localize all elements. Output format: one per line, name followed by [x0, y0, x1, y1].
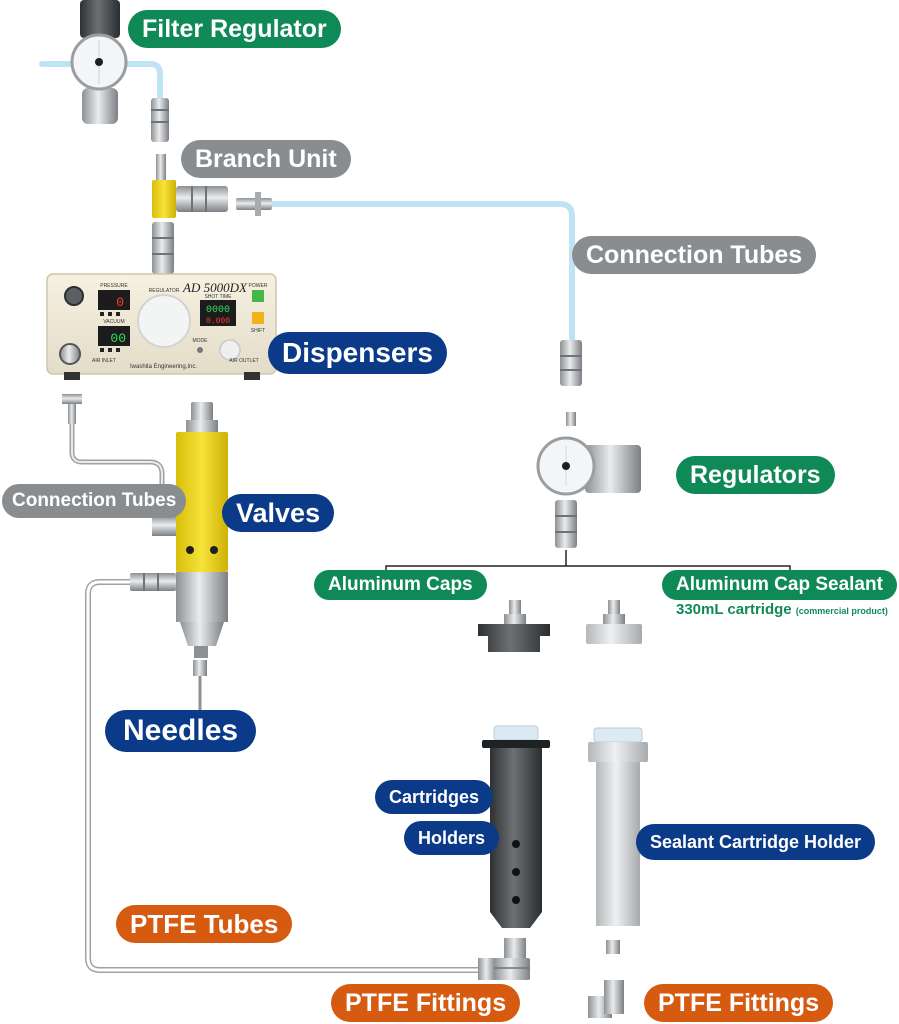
dispensers-label: Dispensers	[268, 332, 447, 374]
svg-text:VACUUM: VACUUM	[103, 319, 124, 325]
svg-text:AIR INLET: AIR INLET	[92, 358, 116, 364]
dispenser-unit: AD 5000DX PRESSURE 0 VACUUM 00 REGULATOR…	[46, 273, 277, 380]
svg-text:Iwashita Engineering,Inc.: Iwashita Engineering,Inc.	[130, 364, 197, 370]
ptfe-tubes-label: PTFE Tubes	[116, 905, 293, 943]
regulators-label: Regulators	[676, 456, 835, 494]
svg-text:PRESSURE: PRESSURE	[100, 283, 128, 289]
holders-label: Holders	[404, 821, 500, 855]
aluminum-caps-label: Aluminum Caps	[314, 570, 487, 600]
valves-label: Valves	[222, 494, 335, 532]
regulator-knob	[137, 294, 191, 348]
needle-hub	[193, 660, 207, 676]
connection-tubes-top-label: Connection Tubes	[572, 236, 817, 274]
svg-text:SHOT TIME: SHOT TIME	[204, 294, 232, 300]
svg-text:00: 00	[110, 331, 126, 346]
vacuum-port	[64, 286, 84, 306]
branch-tee-body	[152, 180, 176, 218]
ptfe-fittings-left-label: PTFE Fittings	[331, 984, 521, 1022]
air-tubes	[39, 61, 575, 343]
svg-text:AIR OUTLET: AIR OUTLET	[229, 358, 258, 364]
shift-button	[252, 312, 264, 324]
regulator-body	[585, 445, 641, 493]
svg-text:0: 0	[116, 295, 124, 310]
svg-text:0.000: 0.000	[206, 317, 230, 326]
aluminum-cap-sealant	[586, 600, 642, 644]
dispenser-model: AD 5000DX	[182, 280, 248, 295]
branch-side-fitting	[176, 186, 228, 212]
svg-text:SHIFT: SHIFT	[251, 328, 265, 334]
svg-text:REGULATOR: REGULATOR	[149, 288, 180, 294]
power-indicator	[252, 290, 264, 302]
branch-top-nipple	[156, 154, 166, 182]
needles-label: Needles	[105, 710, 257, 752]
filter-outlet-fitting	[151, 98, 169, 142]
regulator-unit	[536, 340, 641, 548]
filter-regulator-top-body	[80, 0, 120, 38]
valve-yellow-body	[176, 432, 228, 572]
filter-regulator-unit	[70, 0, 169, 142]
filter-regulator-bowl	[82, 88, 118, 124]
branch-bottom-fitting	[152, 222, 174, 274]
vacuum-display	[98, 326, 130, 346]
ptfe-fittings-right-label: PTFE Fittings	[644, 984, 834, 1022]
air-inlet-port	[59, 343, 81, 365]
valve-connection-tube	[62, 394, 176, 536]
sealant-cartridge-holder-label: Sealant Cartridge Holder	[636, 824, 876, 860]
shot-time-display	[200, 300, 236, 326]
connection-tube-right	[267, 201, 575, 343]
branch-unit	[152, 154, 272, 274]
valve-ptfe-fitting	[130, 573, 176, 591]
connection-tubes-left-label: Connection Tubes	[2, 484, 187, 518]
valve-unit	[176, 402, 228, 710]
cartridge-note-small: (commercial product)	[795, 606, 888, 616]
mode-knob	[219, 339, 241, 361]
svg-text:0000: 0000	[206, 305, 230, 316]
aluminum-cap-sealant-label: Aluminum Cap Sealant	[662, 570, 897, 600]
svg-text:POWER: POWER	[249, 283, 268, 289]
branch-unit-label: Branch Unit	[181, 140, 351, 178]
pressure-display	[98, 290, 130, 310]
cartridge-holder-dark	[478, 725, 550, 980]
svg-text:MODE: MODE	[193, 338, 209, 344]
aluminum-cap	[478, 600, 550, 652]
cartridges-label: Cartridges	[375, 780, 494, 814]
cartridge-note-main: 330mL cartridge	[676, 601, 792, 618]
sealant-cartridge-holder-unit	[588, 727, 648, 1018]
tube-barb-fitting	[236, 198, 272, 210]
filter-regulator-label: Filter Regulator	[128, 10, 341, 48]
ptfe-tube-line	[85, 573, 484, 973]
filter-air-tube	[39, 61, 163, 103]
cartridge-note: 330mL cartridge (commercial product)	[676, 601, 888, 618]
